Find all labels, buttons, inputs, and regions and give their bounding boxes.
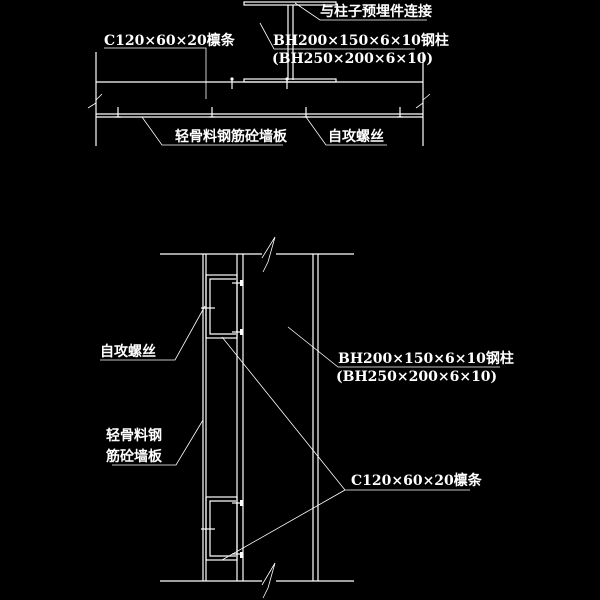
screw-icon xyxy=(397,107,403,118)
break-mark-icon xyxy=(87,93,103,109)
screw-icon xyxy=(303,107,309,118)
bolt-icon xyxy=(285,77,289,89)
label-column: BH200×150×6×10钢柱 xyxy=(338,350,514,367)
label-panel-line1: 轻骨料钢 xyxy=(106,427,162,444)
leader-purlin-branch xyxy=(221,489,346,561)
label-purlin: C120×60×20檩条 xyxy=(351,472,483,489)
label-screw: 自攻螺丝 xyxy=(328,128,384,145)
leader-panel xyxy=(112,419,204,466)
leader-column xyxy=(259,22,415,50)
section-view: 自攻螺丝 轻骨料钢 筋砼墙板 BH200×150×6×10钢柱 (BH250×2… xyxy=(100,236,514,599)
label-column-alt: (BH250×200×6×10) xyxy=(336,369,497,385)
label-panel: 轻骨料钢筋砼墙板 xyxy=(175,128,288,145)
label-screw: 自攻螺丝 xyxy=(100,343,156,360)
leader-embed xyxy=(294,2,427,21)
break-mark-icon xyxy=(261,562,276,599)
label-purlin: C120×60×20檩条 xyxy=(104,32,236,49)
leader-column xyxy=(287,326,500,368)
leader-screw xyxy=(305,116,387,146)
leader-purlin xyxy=(104,47,207,99)
leader-panel xyxy=(141,116,283,146)
label-embed: 与柱子预埋件连接 xyxy=(320,3,432,20)
plan-view: 与柱子预埋件连接 C120×60×20檩条 BH200×150×6×10钢柱 (… xyxy=(87,1,449,146)
embed-plate xyxy=(243,1,337,6)
label-column-alt: (BH250×200×6×10) xyxy=(272,51,433,67)
label-column: BH200×150×6×10钢柱 xyxy=(273,32,449,49)
screw-icon xyxy=(115,107,121,118)
purlin-lower xyxy=(201,496,243,561)
bolt-icon xyxy=(230,77,234,89)
label-panel-line2: 筋砼墙板 xyxy=(106,448,163,465)
break-mark-icon xyxy=(261,236,276,273)
break-mark-icon xyxy=(415,93,431,109)
screw-icon xyxy=(209,107,215,118)
leader-screw xyxy=(100,305,206,361)
purlin-upper xyxy=(201,274,243,339)
